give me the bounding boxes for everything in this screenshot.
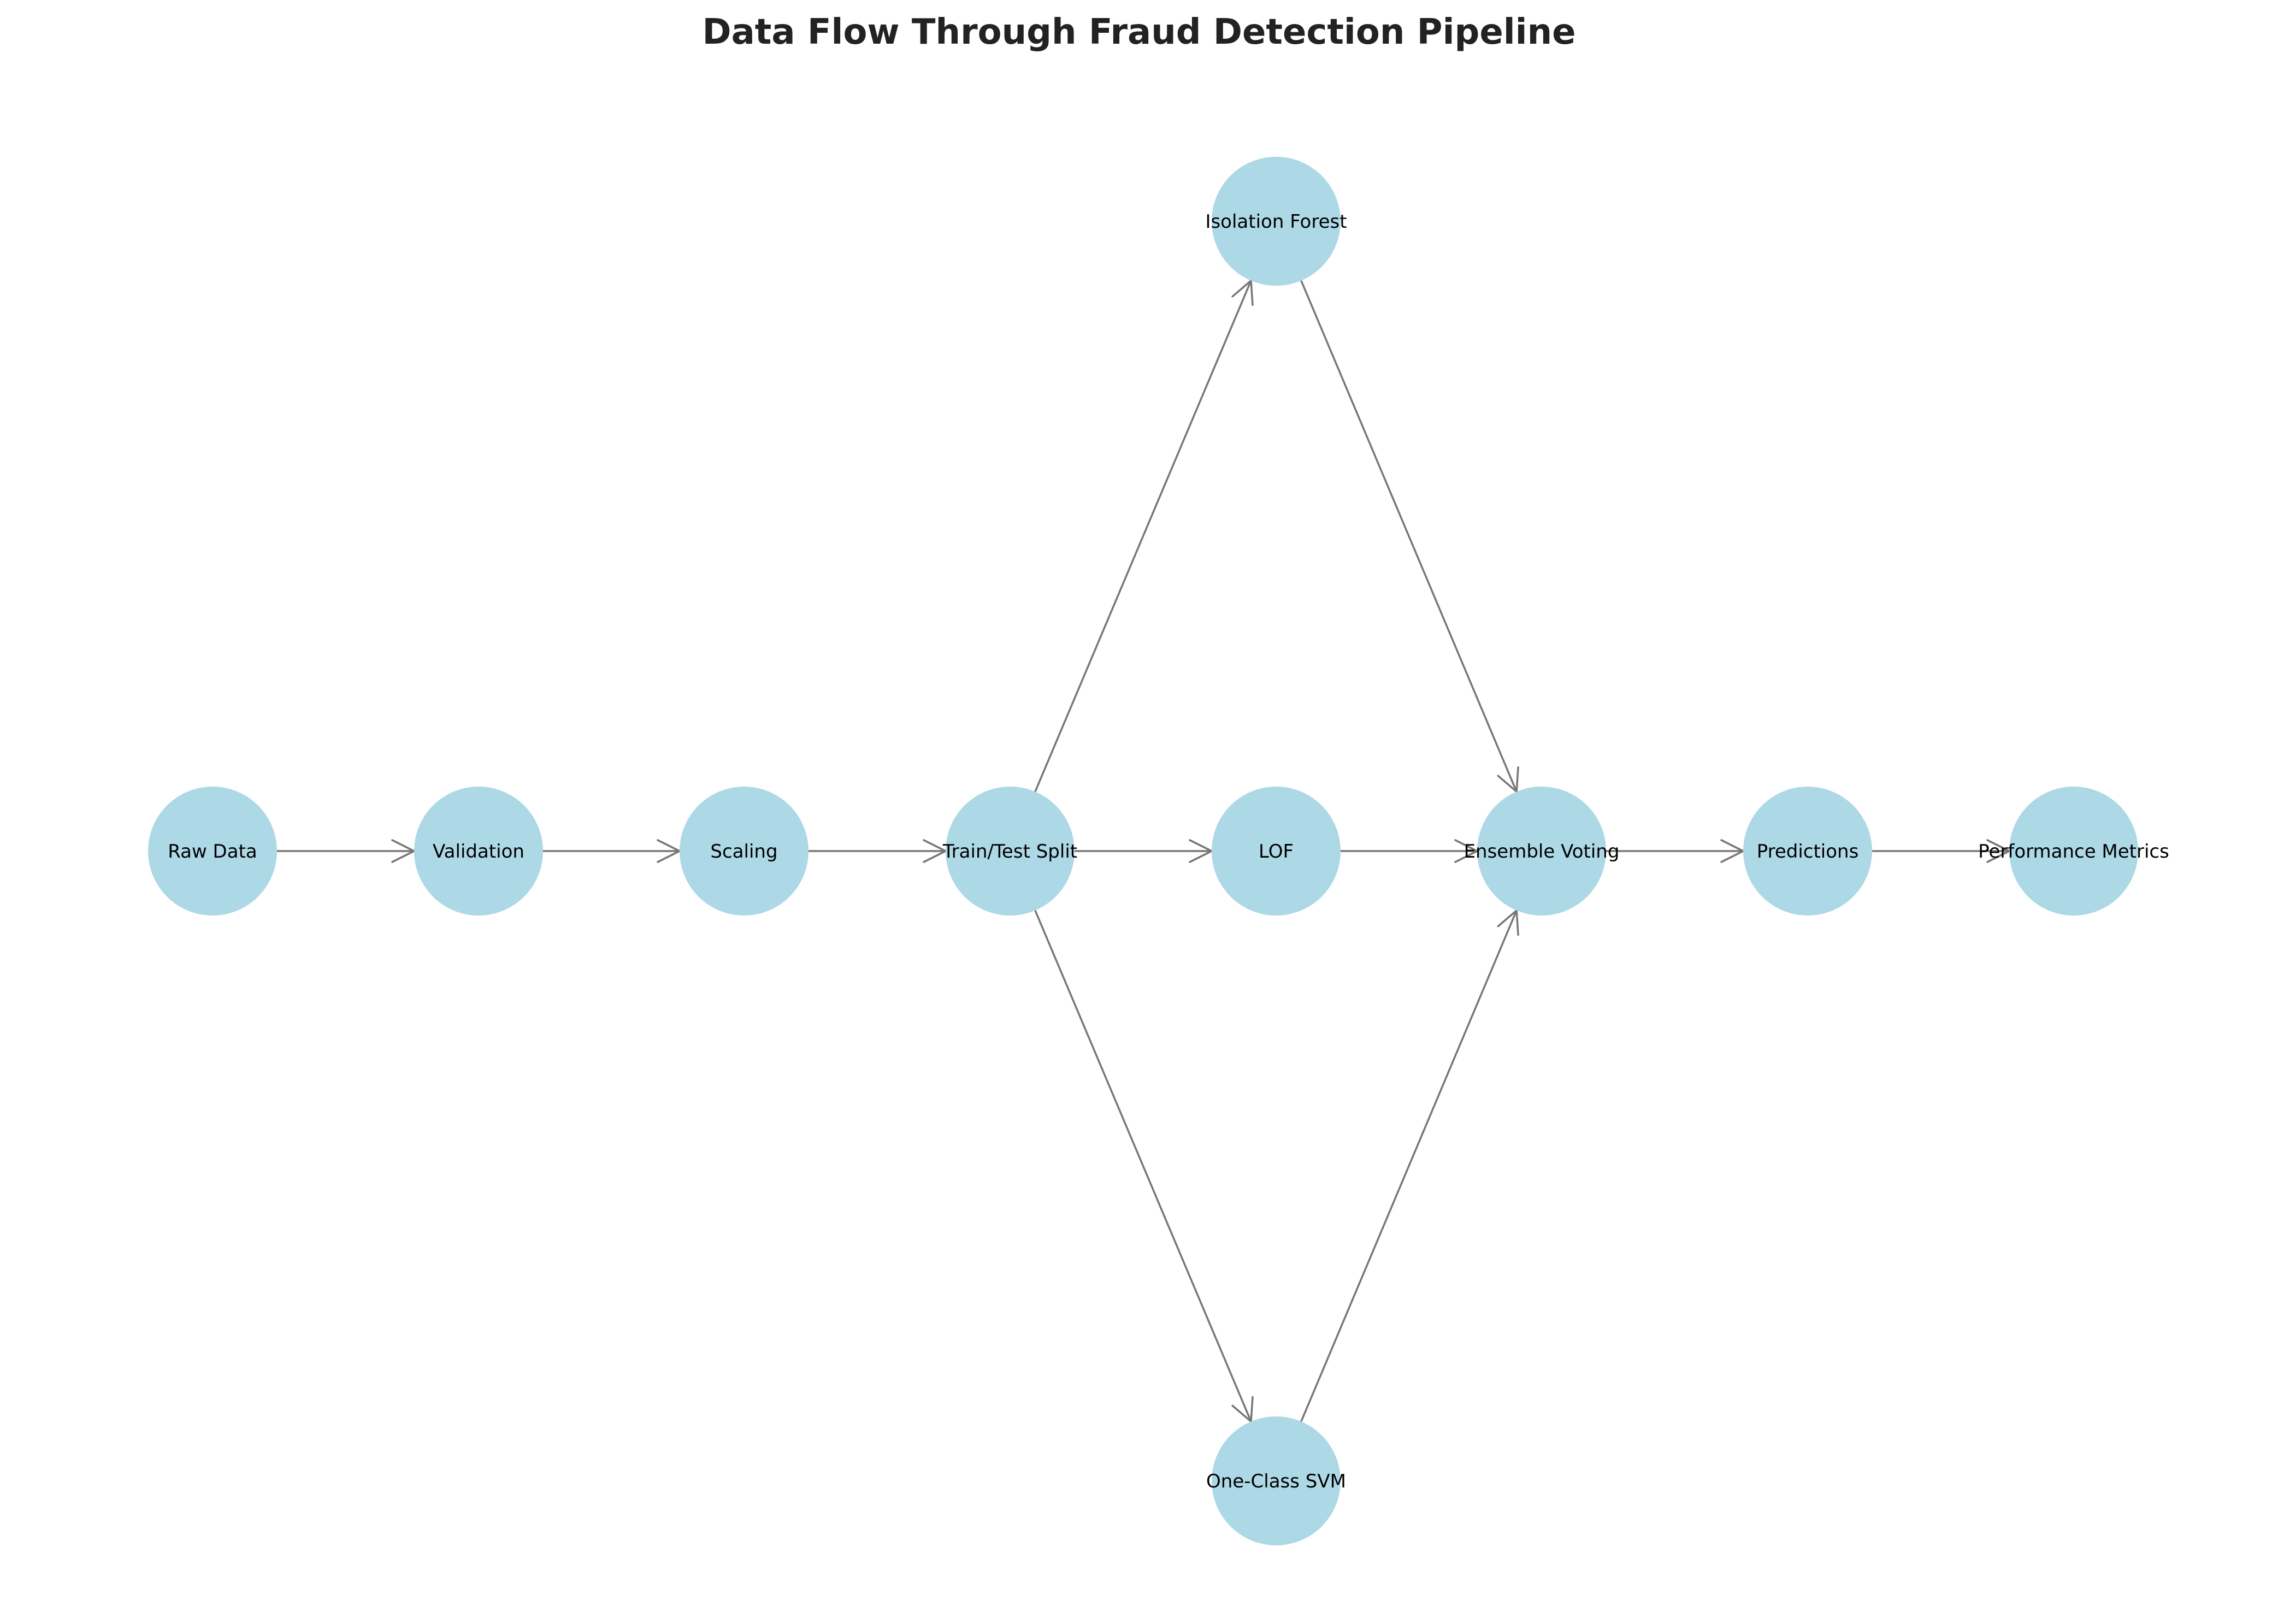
node-performance-metrics: Performance Metrics <box>1978 787 2169 916</box>
node-label: Raw Data <box>168 841 257 863</box>
node-circle <box>148 787 277 916</box>
edge-line <box>1300 910 1518 1422</box>
node-circle <box>946 787 1075 916</box>
node-circle <box>680 787 808 916</box>
edges-layer <box>277 279 2010 1423</box>
edge-validation-to-scaling <box>543 839 681 863</box>
node-circle <box>1477 787 1606 916</box>
edge-lof-to-ensemble_voting <box>1341 839 1478 863</box>
edge-train_test_split-to-lof <box>1075 839 1213 863</box>
node-circle <box>2009 787 2138 916</box>
node-label: One-Class SVM <box>1206 1471 1346 1492</box>
node-circle <box>1212 787 1341 916</box>
node-raw-data: Raw Data <box>148 787 277 916</box>
node-label: Isolation Forest <box>1205 211 1347 233</box>
node-label: Performance Metrics <box>1978 841 2169 863</box>
node-circle <box>1212 157 1341 286</box>
diagram-title: Data Flow Through Fraud Detection Pipeli… <box>702 12 1575 52</box>
node-label: Predictions <box>1757 841 1859 863</box>
edge-one_class_svm-to-ensemble_voting <box>1300 909 1519 1422</box>
node-label: Validation <box>433 841 524 863</box>
edge-line <box>1034 280 1252 792</box>
edge-line <box>1034 910 1252 1422</box>
node-train-test-split: Train/Test Split <box>942 787 1077 916</box>
node-label: LOF <box>1259 841 1294 863</box>
nodes-layer: Raw Data Validation Scaling Train/Test Spli… <box>148 157 2169 1545</box>
node-ensemble-voting: Ensemble Voting <box>1464 787 1620 916</box>
edge-train_test_split-to-isolation_forest <box>1034 279 1254 792</box>
edge-isolation_forest-to-ensemble_voting <box>1300 280 1519 793</box>
node-one-class-svm: One-Class SVM <box>1206 1416 1346 1545</box>
edge-raw_data-to-validation <box>277 839 415 863</box>
node-circle <box>1743 787 1872 916</box>
node-validation: Validation <box>414 787 543 916</box>
node-circle <box>1212 1416 1341 1545</box>
edge-train_test_split-to-one_class_svm <box>1034 910 1254 1423</box>
node-lof: LOF <box>1212 787 1341 916</box>
node-isolation-forest: Isolation Forest <box>1205 157 1347 286</box>
node-label: Train/Test Split <box>942 841 1077 863</box>
edge-line <box>1300 280 1518 792</box>
edge-scaling-to-train_test_split <box>808 839 947 863</box>
node-label: Ensemble Voting <box>1464 841 1620 863</box>
edge-ensemble_voting-to-predictions <box>1606 839 1744 863</box>
node-circle <box>414 787 543 916</box>
node-predictions: Predictions <box>1743 787 1872 916</box>
node-scaling: Scaling <box>680 787 808 916</box>
node-label: Scaling <box>710 841 777 863</box>
